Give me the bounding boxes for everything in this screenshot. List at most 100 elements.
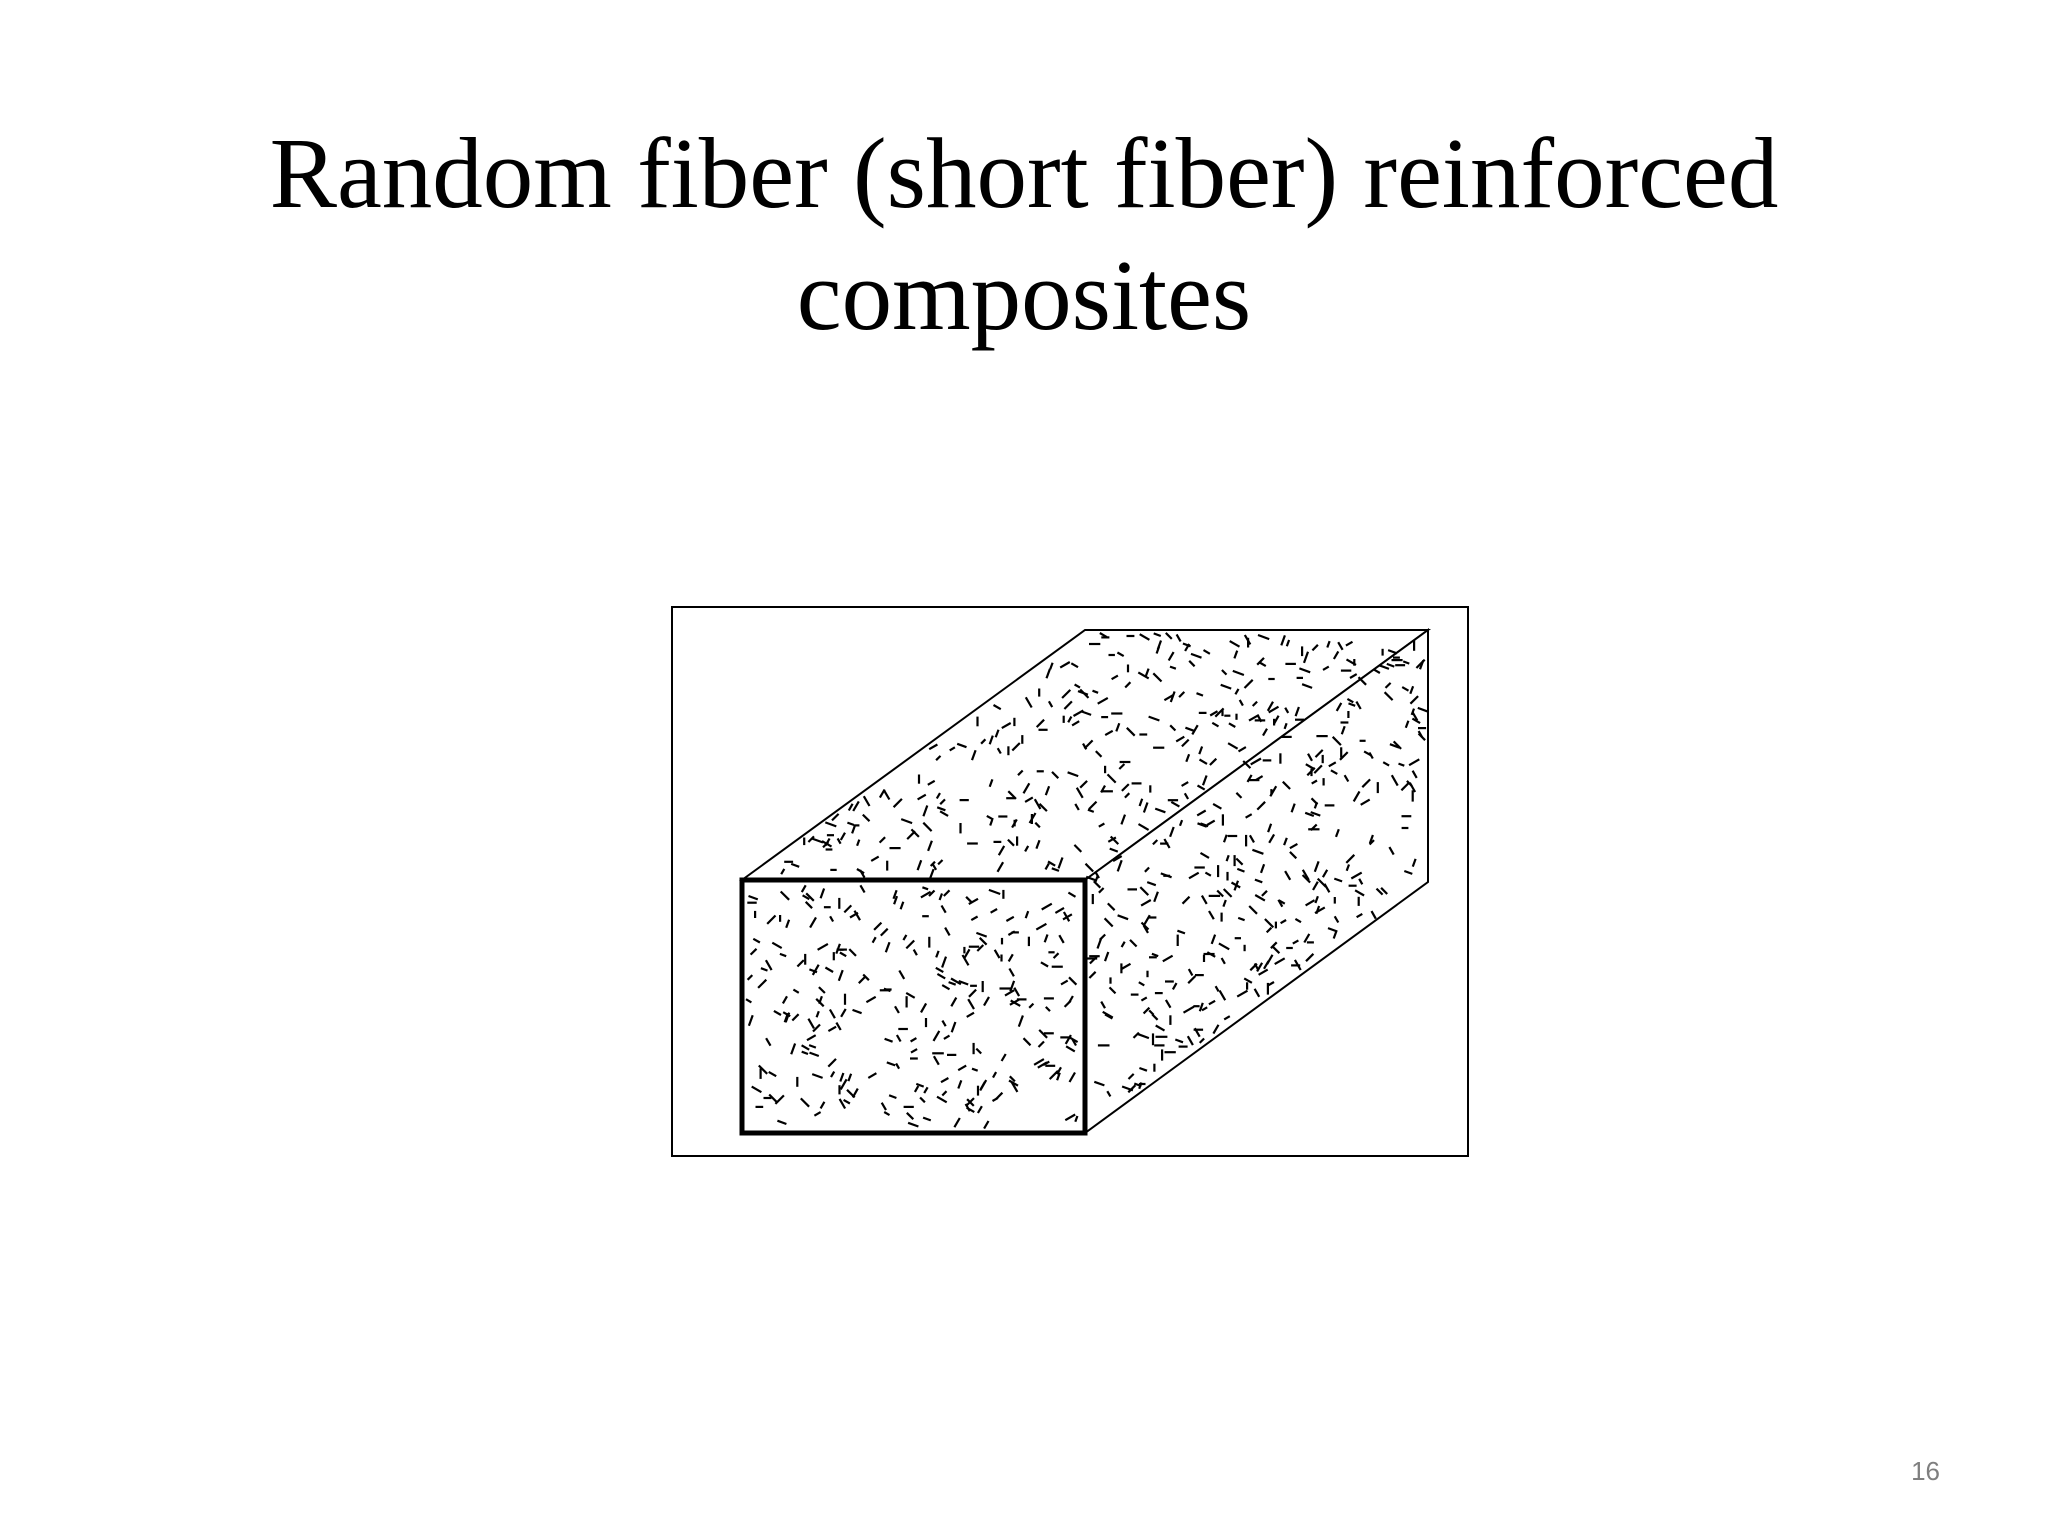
fiber-dash (1314, 895, 1319, 904)
fiber-dash (749, 948, 758, 956)
fiber-dash (1142, 1006, 1151, 1015)
fiber-dash (1417, 730, 1424, 738)
fiber-dash (1185, 753, 1191, 763)
fiber-dash (1235, 792, 1243, 799)
short-fiber-composite-figure (670, 605, 1470, 1160)
fiber-dash (1408, 758, 1420, 767)
fiber-dash (815, 1010, 820, 1018)
fiber-dash (1402, 660, 1410, 665)
fiber-dash (997, 845, 1006, 856)
fiber-dash (1404, 720, 1410, 729)
fiber-dash (831, 813, 840, 822)
fiber-dash (1234, 688, 1240, 695)
fiber-dash (835, 1022, 842, 1031)
fiber-dash (1007, 953, 1014, 962)
fiber-dash (1193, 1027, 1201, 1038)
fiber-dash (1323, 883, 1331, 893)
fiber-dash (1115, 722, 1121, 732)
fiber-dash (1222, 888, 1233, 898)
fiber-dash (988, 735, 994, 745)
fiber-dash (1220, 683, 1232, 690)
fiber-dash (1120, 814, 1127, 825)
fiber-dash (779, 890, 790, 901)
fiber-dash (1266, 954, 1274, 965)
fiber-dash (1261, 890, 1268, 897)
fiber-dash (1403, 869, 1413, 875)
fiber-dash (1210, 934, 1217, 945)
fiber-dash (1243, 977, 1253, 984)
fiber-dash (1283, 722, 1288, 730)
fiber-dash (1380, 887, 1388, 895)
fiber-dash (1120, 962, 1132, 970)
fiber-dash (1169, 691, 1176, 703)
fiber-dash (1358, 878, 1364, 885)
fiber-dash (1075, 787, 1084, 799)
fiber-dash (961, 954, 970, 966)
fiber-dash (1294, 917, 1302, 924)
fiber-dash (1302, 651, 1310, 664)
fiber-dash (827, 1025, 837, 1033)
fiber-dash (963, 948, 971, 959)
fiber-dash (1070, 662, 1079, 669)
fiber-dash (1409, 685, 1415, 695)
fiber-dash (1037, 1040, 1045, 1048)
fiber-dash (1290, 803, 1296, 813)
fiber-dash (1356, 912, 1363, 919)
fiber-dash (878, 836, 886, 844)
fiber-dash (1163, 694, 1174, 702)
short-fibers (745, 632, 1429, 1130)
fiber-dash (1343, 774, 1350, 783)
fiber-dash (1252, 848, 1264, 855)
fiber-dash (1167, 651, 1175, 662)
fiber-dash (957, 1064, 967, 1072)
fiber-dash (927, 840, 933, 852)
fiber-dash (1060, 979, 1069, 986)
fiber-dash (992, 704, 1002, 711)
fiber-dash (1406, 780, 1413, 787)
fiber-dash (790, 1043, 797, 1055)
fiber-dash (1322, 665, 1330, 671)
fiber-dash (1139, 633, 1150, 641)
fiber-dash (1094, 870, 1100, 879)
fiber-dash (880, 1102, 887, 1111)
fiber-dash (912, 949, 918, 956)
fiber-dash (1175, 735, 1185, 743)
fiber-dash (1011, 742, 1021, 752)
fiber-dash (1152, 839, 1159, 846)
fiber-dash (1411, 711, 1419, 721)
fiber-dash (1188, 871, 1200, 880)
fiber-dash (1000, 1053, 1007, 1062)
fiber-dash (870, 855, 880, 862)
fiber-dash (1191, 724, 1199, 735)
fiber-dash (1218, 942, 1230, 951)
fiber-dash (862, 795, 871, 807)
fiber-dash (1332, 650, 1340, 660)
fiber-dash (1268, 705, 1280, 714)
fiber-dash (1062, 911, 1071, 922)
fiber-dash (1327, 927, 1338, 933)
fiber-dash (1299, 667, 1311, 674)
fiber-dash (856, 839, 861, 847)
fiber-dash (1345, 640, 1354, 647)
fiber-dash (1332, 930, 1338, 939)
short-fiber-composite-block-icon (671, 606, 1469, 1157)
fiber-dash (1045, 668, 1051, 679)
fiber-dash (1051, 867, 1060, 872)
fiber-dash (1187, 975, 1197, 984)
fiber-dash (1355, 701, 1362, 710)
fiber-dash (1024, 910, 1030, 919)
fiber-dash (1017, 1015, 1024, 1027)
fiber-dash (1236, 867, 1245, 873)
fiber-dash (1043, 934, 1049, 943)
fiber-dash (1106, 773, 1117, 784)
fiber-dash (1242, 760, 1252, 769)
fiber-dash (1409, 695, 1419, 705)
fiber-dash (1254, 894, 1266, 902)
fiber-dash (1361, 778, 1371, 788)
fiber-dash (1245, 813, 1253, 819)
fiber-dash (923, 1086, 929, 1094)
fiber-dash (1045, 1006, 1051, 1012)
fiber-dash (907, 1121, 919, 1128)
fiber-dash (1108, 986, 1117, 995)
